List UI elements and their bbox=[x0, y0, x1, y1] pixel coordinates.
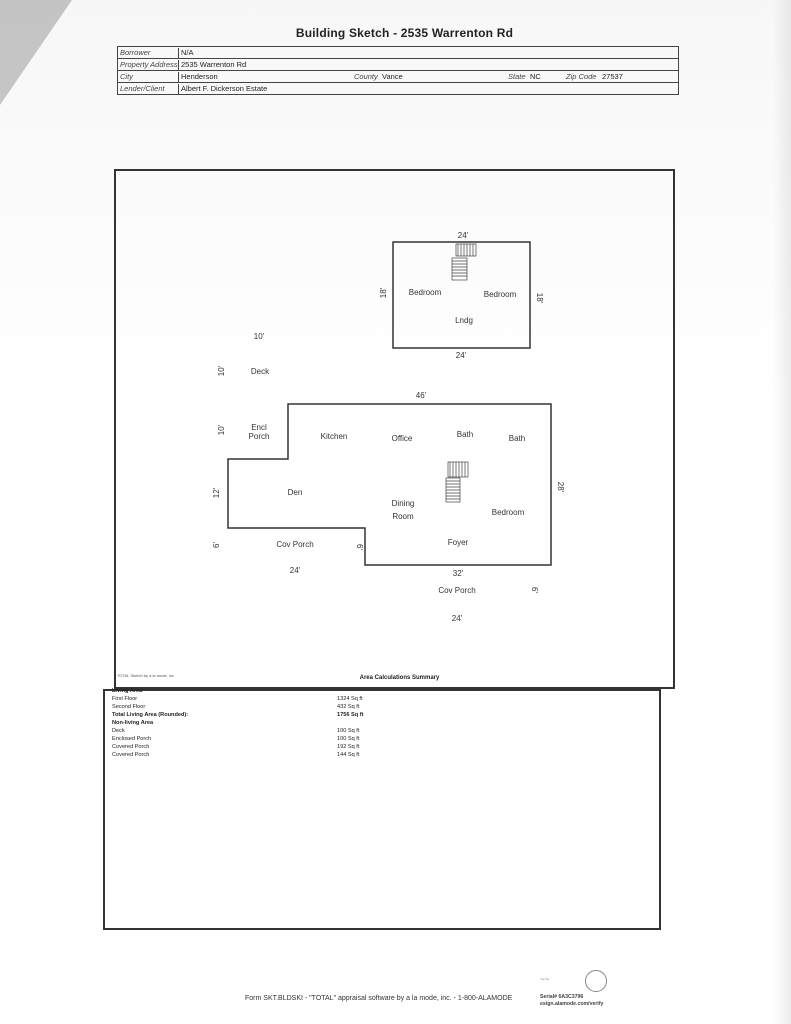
foyer-label: Foyer bbox=[448, 538, 469, 547]
county-value: Vance bbox=[382, 72, 403, 81]
deck-label: Deck bbox=[251, 367, 270, 376]
encl-label: Encl bbox=[251, 423, 267, 432]
main-floor-outline bbox=[227, 403, 552, 566]
den-left-dim: 12' bbox=[212, 487, 221, 498]
verification-seal-icon bbox=[585, 970, 607, 992]
den-label: Den bbox=[288, 488, 303, 497]
area-row: Enclosed Porch 100 Sq ft bbox=[112, 735, 402, 743]
zip-value: 27537 bbox=[602, 72, 623, 81]
front-porch-bottom-dim: 24' bbox=[452, 614, 463, 623]
area-calculation-list: Living Area First Floor 1324 Sq ft Second… bbox=[112, 687, 402, 759]
upper-top-dim: 24' bbox=[458, 231, 469, 240]
front-cov-porch-label: Cov Porch bbox=[438, 586, 475, 595]
lender-value: Albert F. Dickerson Estate bbox=[181, 84, 268, 93]
kitchen-label: Kitchen bbox=[321, 432, 348, 441]
deck-width-dim: 10' bbox=[254, 332, 265, 341]
upper-bedroom-1-label: Bedroom bbox=[409, 288, 442, 297]
cov-porch-inner-dim: 6' bbox=[355, 544, 364, 550]
area-row: Deck 100 Sq ft bbox=[112, 727, 402, 735]
area-row-value: 432 Sq ft bbox=[337, 704, 360, 710]
area-row-value: 192 Sq ft bbox=[337, 744, 360, 750]
upper-floor-outline bbox=[392, 241, 531, 349]
county-label: County bbox=[354, 72, 378, 81]
borrower-label: Borrower bbox=[120, 48, 179, 58]
area-row-name: Enclosed Porch bbox=[112, 736, 152, 742]
bath-1-label: Bath bbox=[457, 430, 473, 439]
area-row-name: Covered Porch bbox=[112, 744, 150, 750]
area-row-name: Covered Porch bbox=[112, 752, 150, 758]
cov-porch-left-dim: 6' bbox=[212, 542, 221, 548]
dining-label: Dining bbox=[392, 499, 415, 508]
area-row-name: Living Area bbox=[112, 688, 143, 694]
borrower-value: N/A bbox=[181, 48, 194, 57]
lender-row: Lender/Client Albert F. Dickerson Estate bbox=[118, 83, 678, 94]
address-value: 2535 Warrenton Rd bbox=[181, 60, 247, 69]
area-row-value: 100 Sq ft bbox=[337, 728, 360, 734]
area-row-name: Second Floor bbox=[112, 704, 146, 710]
state-label: State bbox=[508, 72, 526, 81]
serial-number: Serial# 6A3C3796 bbox=[540, 994, 584, 1000]
sketch-frame bbox=[114, 169, 675, 689]
property-info-table: Borrower N/A Property Address 2535 Warre… bbox=[117, 46, 679, 95]
room-label: Room bbox=[392, 512, 414, 521]
upper-bottom-dim: 24' bbox=[456, 351, 467, 360]
upper-stairs-icon bbox=[451, 243, 477, 281]
area-row: Covered Porch 144 Sq ft bbox=[112, 751, 402, 759]
cov-porch-left-label: Cov Porch bbox=[276, 540, 313, 549]
upper-right-dim: 18' bbox=[535, 293, 544, 304]
scan-corner-fold bbox=[0, 0, 72, 105]
area-row: Non-living Area bbox=[112, 719, 402, 727]
area-row-value: 100 Sq ft bbox=[337, 736, 360, 742]
porch-label: Porch bbox=[249, 432, 270, 441]
page-title: Building Sketch - 2535 Warrenton Rd bbox=[295, 26, 514, 40]
area-row: First Floor 1324 Sq ft bbox=[112, 695, 402, 703]
city-label: City bbox=[120, 72, 179, 82]
sketch-credit: TOTAL Sketch by a la mode, inc bbox=[117, 673, 175, 678]
bath-2-label: Bath bbox=[509, 434, 525, 443]
main-top-dim: 46' bbox=[416, 391, 427, 400]
area-row-name: Non-living Area bbox=[112, 720, 154, 726]
landing-label: Lndg bbox=[455, 316, 473, 325]
main-stairs-icon bbox=[445, 461, 469, 503]
address-label: Property Address bbox=[120, 60, 179, 70]
area-row: Total Living Area (Rounded): 1756 Sq ft bbox=[112, 711, 402, 719]
verify-url: esign.alamode.com/verify bbox=[540, 1001, 604, 1007]
upper-left-dim: 18' bbox=[379, 287, 388, 298]
area-row-name: Total Living Area (Rounded): bbox=[112, 712, 189, 718]
porch-height-dim: 10' bbox=[217, 424, 226, 435]
main-bottom-left-dim: 24' bbox=[290, 566, 301, 575]
state-value: NC bbox=[530, 72, 541, 81]
address-row: Property Address 2535 Warrenton Rd bbox=[118, 59, 678, 71]
area-row: Covered Porch 192 Sq ft bbox=[112, 743, 402, 751]
form-footer: Form SKT.BLDSKI - "TOTAL" appraisal soft… bbox=[245, 995, 513, 1002]
borrower-row: Borrower N/A bbox=[118, 47, 678, 59]
main-right-dim: 28' bbox=[556, 482, 565, 493]
area-row: Living Area bbox=[112, 687, 402, 695]
signature-mark: ~~ bbox=[540, 975, 550, 984]
city-value: Henderson bbox=[181, 72, 218, 81]
main-bottom-right-dim: 32' bbox=[453, 569, 464, 578]
front-porch-side-dim: 6' bbox=[530, 587, 539, 593]
area-row-value: 1756 Sq ft bbox=[337, 712, 364, 718]
city-row: City Henderson County Vance State NC Zip… bbox=[118, 71, 678, 83]
area-row-name: Deck bbox=[112, 728, 125, 734]
main-bedroom-label: Bedroom bbox=[492, 508, 525, 517]
area-row-value: 1324 Sq ft bbox=[337, 696, 363, 702]
serial-block: Serial# 6A3C3796 esign.alamode.com/verif… bbox=[540, 994, 603, 1008]
office-label: Office bbox=[392, 434, 413, 443]
area-row-name: First Floor bbox=[112, 696, 138, 702]
area-summary-title: Area Calculations Summary bbox=[359, 675, 440, 681]
upper-bedroom-2-label: Bedroom bbox=[484, 290, 517, 299]
area-row: Second Floor 432 Sq ft bbox=[112, 703, 402, 711]
deck-height-dim: 10' bbox=[217, 365, 226, 376]
lender-label: Lender/Client bbox=[120, 84, 179, 94]
area-row-value: 144 Sq ft bbox=[337, 752, 360, 758]
area-calculation-frame bbox=[103, 689, 661, 930]
zip-label: Zip Code bbox=[566, 72, 597, 81]
scan-edge-shadow bbox=[773, 0, 791, 1024]
